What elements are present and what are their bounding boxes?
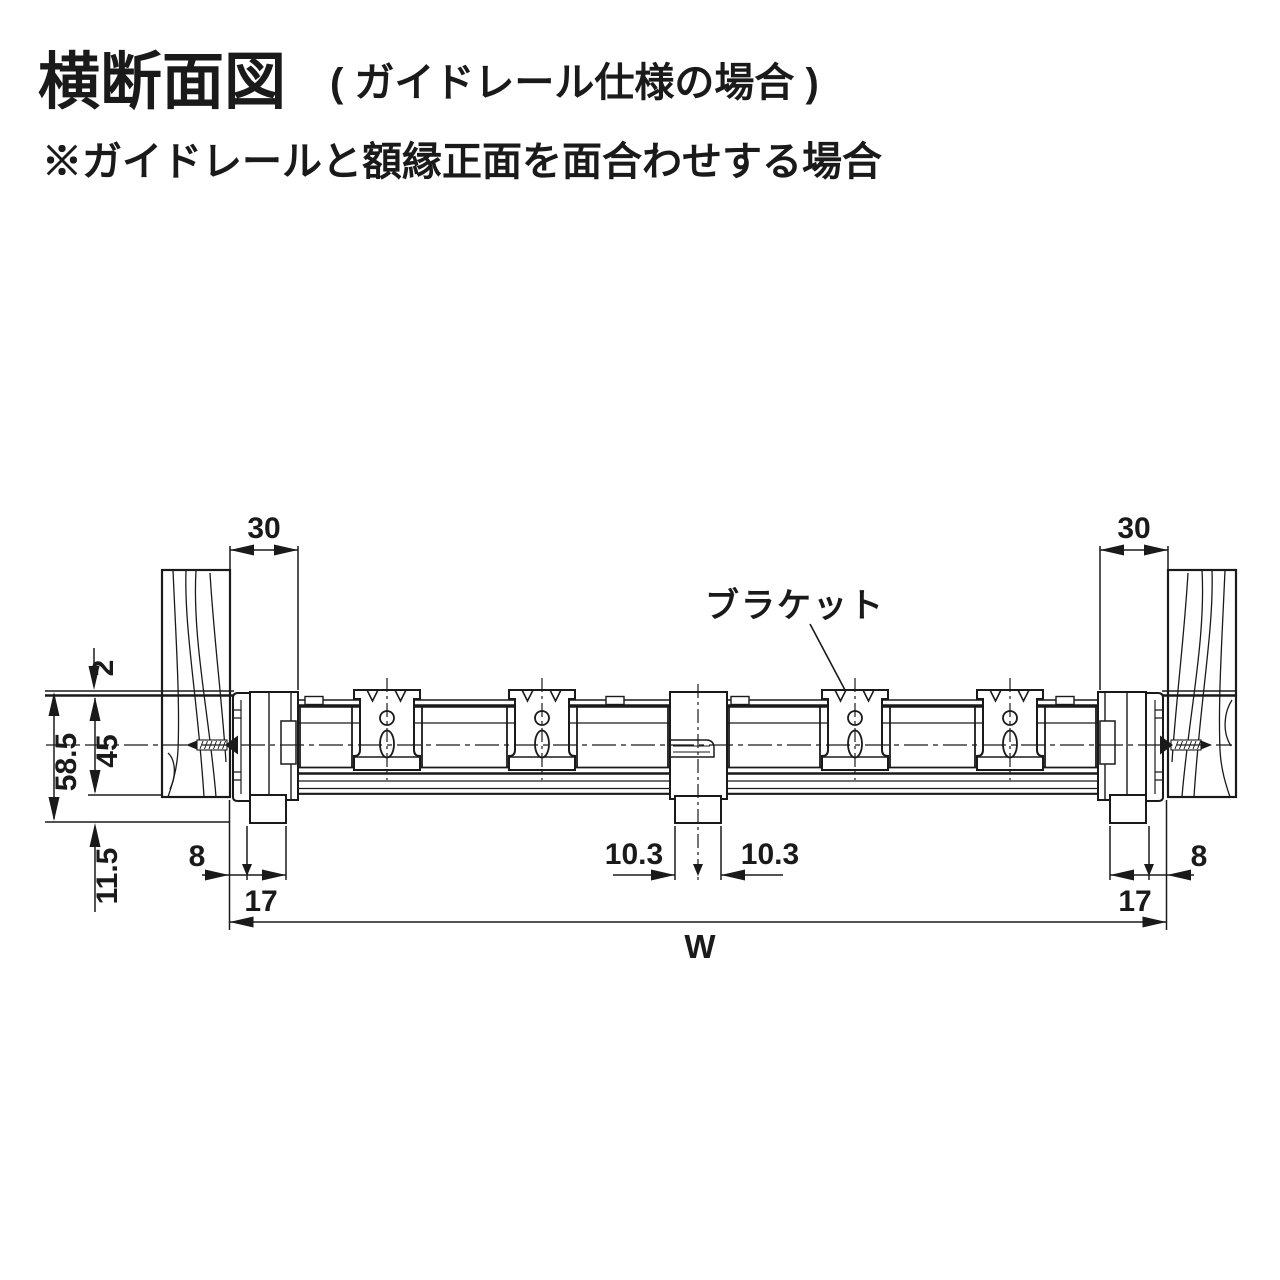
dim-label: 10.3 — [605, 838, 663, 871]
rail-face-tab — [730, 695, 750, 706]
dim-joint: 10.3 10.3 — [605, 826, 799, 881]
screw-notch-icon — [834, 689, 875, 703]
dim-label: 30 — [1117, 512, 1150, 545]
dim-label: 45 — [91, 734, 124, 767]
dim-label: 10.3 — [741, 838, 799, 871]
dim-label: 17 — [244, 885, 277, 918]
page-note: ※ガイドレールと額縁正面を面合わせする場合 — [42, 140, 882, 184]
end-cap-left — [232, 691, 299, 824]
dim-bottom-clearance: 11.5 — [45, 821, 230, 912]
rail-face-tab — [605, 695, 625, 706]
dim-label: 8 — [1191, 840, 1208, 873]
cap-screw-boss — [1099, 720, 1116, 765]
front-face-lines — [45, 690, 1235, 697]
center-lines — [46, 678, 1232, 882]
dim-rail-height: 45 — [88, 697, 162, 796]
rail-face-tab — [1055, 695, 1075, 706]
dim-frame-overlap-right: 30 — [1099, 512, 1169, 690]
wood-frame-left — [160, 568, 232, 799]
bracket-callout: ブラケット — [705, 586, 885, 691]
dim-overall-height: 58.5 — [48, 692, 83, 821]
dim-label: 2 — [87, 660, 120, 677]
screw-notch-icon — [989, 689, 1030, 703]
rail-face-tab — [304, 695, 324, 706]
dim-right-offsets: 8 17 — [1109, 800, 1208, 930]
page-subtitle: ( ガイドレール仕様の場合 ) — [330, 61, 819, 105]
dim-label: W — [684, 928, 716, 965]
dim-front-clearance: 2 — [87, 648, 120, 690]
dim-label: 58.5 — [50, 733, 83, 791]
part-label: ブラケット — [705, 586, 885, 625]
dim-frame-overlap-left: 30 — [229, 512, 299, 690]
cap-tongue — [249, 794, 287, 824]
screw-notch-icon — [521, 689, 562, 703]
screw-notch-icon — [366, 689, 407, 703]
dim-label: 17 — [1118, 885, 1151, 918]
dim-label: 30 — [247, 512, 280, 545]
wood-frame-right — [1166, 568, 1238, 799]
end-cap-right — [1097, 691, 1164, 824]
cap-screw-boss — [280, 720, 297, 765]
dim-overall-width: W — [229, 916, 1167, 965]
cap-tongue — [1109, 794, 1147, 824]
page-title: 横断面図 — [38, 48, 286, 117]
wood-grain — [167, 569, 227, 798]
dim-label: 8 — [189, 840, 206, 873]
dim-label: 11.5 — [91, 848, 124, 905]
dim-left-offsets: 8 17 — [189, 800, 287, 930]
